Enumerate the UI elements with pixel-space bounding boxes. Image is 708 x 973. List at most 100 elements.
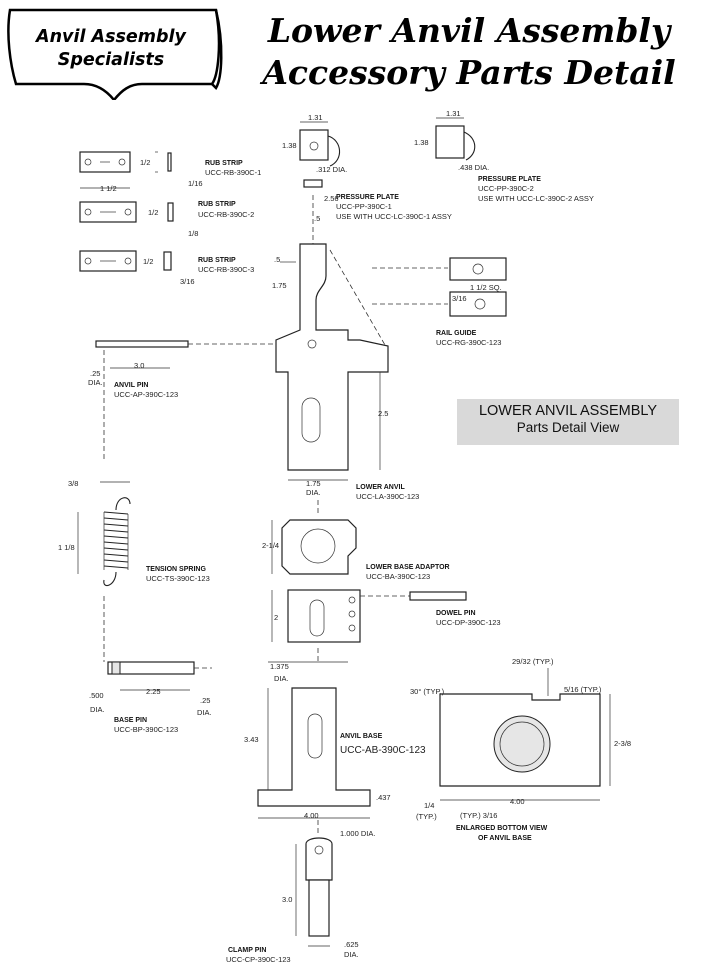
bp-dia1: .500 — [89, 691, 104, 700]
ab-thickness: .437 — [376, 793, 391, 802]
la-h1: 1.75 — [272, 281, 287, 290]
pressure-plate-2: 1.31 1.38 .438 DIA. PRESSURE PLATE UCC-P… — [414, 109, 594, 203]
ap-dia: .25 — [90, 369, 100, 378]
pp2-note: USE WITH UCC-LC-390C-2 ASSY — [478, 194, 594, 203]
rg-code: UCC-RG-390C-123 — [436, 338, 501, 347]
base-pin: .500 DIA. 2.25 .25 DIA. BASE PIN UCC-BP-… — [89, 661, 212, 734]
anvil-base: 1.375 DIA. 3.43 4.00 .437 ANVIL BASE UCC… — [244, 648, 426, 820]
ap-length: 3.0 — [134, 361, 144, 370]
rs2-width: 1/8 — [188, 229, 198, 238]
pp1-width: 1.31 — [308, 113, 323, 122]
pp1-length: 2.56 — [324, 194, 339, 203]
la-name: LOWER ANVIL — [356, 484, 405, 491]
rs2-code: UCC-RB-390C-2 — [198, 210, 254, 219]
ab-height: 3.43 — [244, 735, 259, 744]
rg-name: RAIL GUIDE — [436, 330, 477, 337]
bv-top: 29/32 (TYP.) — [512, 657, 554, 666]
rs3-name: RUB STRIP — [198, 257, 236, 264]
pp2-name: PRESSURE PLATE — [478, 176, 541, 183]
rs2-name: RUB STRIP — [198, 201, 236, 208]
pp1-name: PRESSURE PLATE — [336, 194, 399, 201]
bv-typ: (TYP.) — [416, 812, 437, 821]
bv-width: 4.00 — [510, 797, 525, 806]
bp-length: 2.25 — [146, 687, 161, 696]
rg-s: 3/16 — [452, 294, 467, 303]
bv-angle: 30° (TYP.) — [410, 687, 445, 696]
rs1-width: 1/16 — [188, 179, 203, 188]
bp-dia2-unit: DIA. — [197, 708, 212, 717]
la-dia: 1.75 — [306, 479, 321, 488]
ts-width: 3/8 — [68, 479, 78, 488]
pp1-note: USE WITH UCC-LC-390C-1 ASSY — [336, 212, 452, 221]
dp-name: DOWEL PIN — [436, 610, 476, 617]
clamp-pin: 1.000 DIA. 3.0 .625 DIA. CLAMP PIN UCC-C… — [226, 820, 375, 964]
rs1-name: RUB STRIP — [205, 160, 243, 167]
pp1-height: 1.38 — [282, 141, 297, 150]
bv-r: 5/16 (TYP.) — [564, 685, 602, 694]
title-line-1: Lower Anvil Assembly — [267, 11, 671, 50]
pressure-plate-1: 1.31 1.38 .312 DIA. 2.56 .5 PRESSURE PLA… — [282, 113, 452, 245]
rub-strip-3: 1/2 3/16 RUB STRIP UCC-RB-390C-3 — [79, 250, 254, 286]
rub-strip-1: 1/2 1/16 1 1/2 RUB STRIP UCC-RB-390C-1 — [79, 151, 261, 193]
rs1-height: 1/2 — [140, 158, 150, 167]
rs2-height: 1/2 — [148, 208, 158, 217]
ap-code: UCC-AP-390C-123 — [114, 390, 178, 399]
ap-name: ANVIL PIN — [114, 382, 149, 389]
badge-line-1: Anvil Assembly — [36, 27, 186, 47]
rs3-width: 3/16 — [180, 277, 195, 286]
ribbon-badge-icon — [7, 8, 223, 103]
ab-dia: 1.375 — [270, 662, 289, 671]
pp2-height: 1.38 — [414, 138, 429, 147]
pp2-width: 1.31 — [446, 109, 461, 118]
cp-name: CLAMP PIN — [228, 947, 266, 954]
bv-height: 2-3/8 — [614, 739, 631, 748]
tension-spring: 3/8 1 1/8 TENSION SPRING UCC-TS-390C-123 — [58, 479, 210, 662]
ab-dia-unit: DIA. — [274, 674, 289, 683]
ba-height: 2 — [274, 613, 278, 622]
ba-code: UCC-BA-390C-123 — [366, 572, 430, 581]
rs3-height: 1/2 — [143, 257, 153, 266]
rub-strip-2: 1/2 1/8 RUB STRIP UCC-RB-390C-2 — [79, 201, 254, 238]
ts-name: TENSION SPRING — [146, 566, 206, 573]
cp-pin-unit: DIA. — [344, 950, 359, 959]
assembly-label-line-1: LOWER ANVIL ASSEMBLY — [478, 403, 658, 419]
bp-code: UCC-BP-390C-123 — [114, 725, 178, 734]
ap-dia-unit: DIA. — [88, 378, 103, 387]
rs3-code: UCC-RB-390C-3 — [198, 265, 254, 274]
pp2-code: UCC-PP-390C-2 — [478, 184, 534, 193]
pp2-dia: .438 DIA. — [458, 163, 489, 172]
bv-line-1: ENLARGED BOTTOM VIEW — [456, 825, 548, 832]
dp-code: UCC-DP-390C-123 — [436, 618, 501, 627]
title-line-2: Accessory Parts Detail — [262, 53, 676, 92]
cp-pin: .625 — [344, 940, 359, 949]
rs1-code: UCC-RB-390C-1 — [205, 168, 261, 177]
bv-line-2: OF ANVIL BASE — [478, 835, 532, 842]
pp1-code: UCC-PP-390C-1 — [336, 202, 392, 211]
bp-dia1-unit: DIA. — [90, 705, 105, 714]
cp-length: 3.0 — [282, 895, 292, 904]
lower-anvil: .5 1.75 2.5 1.75 DIA. LOWER ANVIL UCC-LA… — [272, 243, 419, 501]
lower-base-adaptor: 2-1/4 2 LOWER BASE ADAPTOR UCC-BA-390C-1… — [262, 500, 450, 643]
page-title: Lower Anvil Assembly Accessory Parts Det… — [238, 10, 700, 94]
ts-length: 1 1/8 — [58, 543, 75, 552]
bv-s: (TYP.) 3/16 — [460, 811, 497, 820]
la-h2: 2.5 — [378, 409, 388, 418]
la-top: .5 — [274, 255, 280, 264]
anvil-pin: 3.0 .25 DIA. ANVIL PIN UCC-AP-390C-123 — [88, 340, 276, 460]
la-code: UCC-LA-390C-123 — [356, 492, 419, 501]
pp1-thickness: .5 — [314, 214, 320, 223]
rs-length: 1 1/2 — [100, 184, 117, 193]
ba-name: LOWER BASE ADAPTOR — [366, 564, 450, 571]
la-dia-unit: DIA. — [306, 488, 321, 497]
dowel-pin: DOWEL PIN UCC-DP-390C-123 — [360, 591, 501, 627]
bp-dia2: .25 — [200, 696, 210, 705]
badge-text: Anvil Assembly Specialists — [12, 26, 210, 72]
bv-q: 1/4 — [424, 801, 434, 810]
company-badge: Anvil Assembly Specialists — [2, 4, 228, 103]
ab-name: ANVIL BASE — [340, 733, 383, 740]
assembly-label-line-2: Parts Detail View — [516, 420, 620, 435]
rail-guide: 1 1/2 SQ. 3/16 RAIL GUIDE UCC-RG-390C-12… — [372, 257, 507, 347]
ab-width: 4.00 — [304, 811, 319, 820]
cp-dia: 1.000 DIA. — [340, 829, 375, 838]
